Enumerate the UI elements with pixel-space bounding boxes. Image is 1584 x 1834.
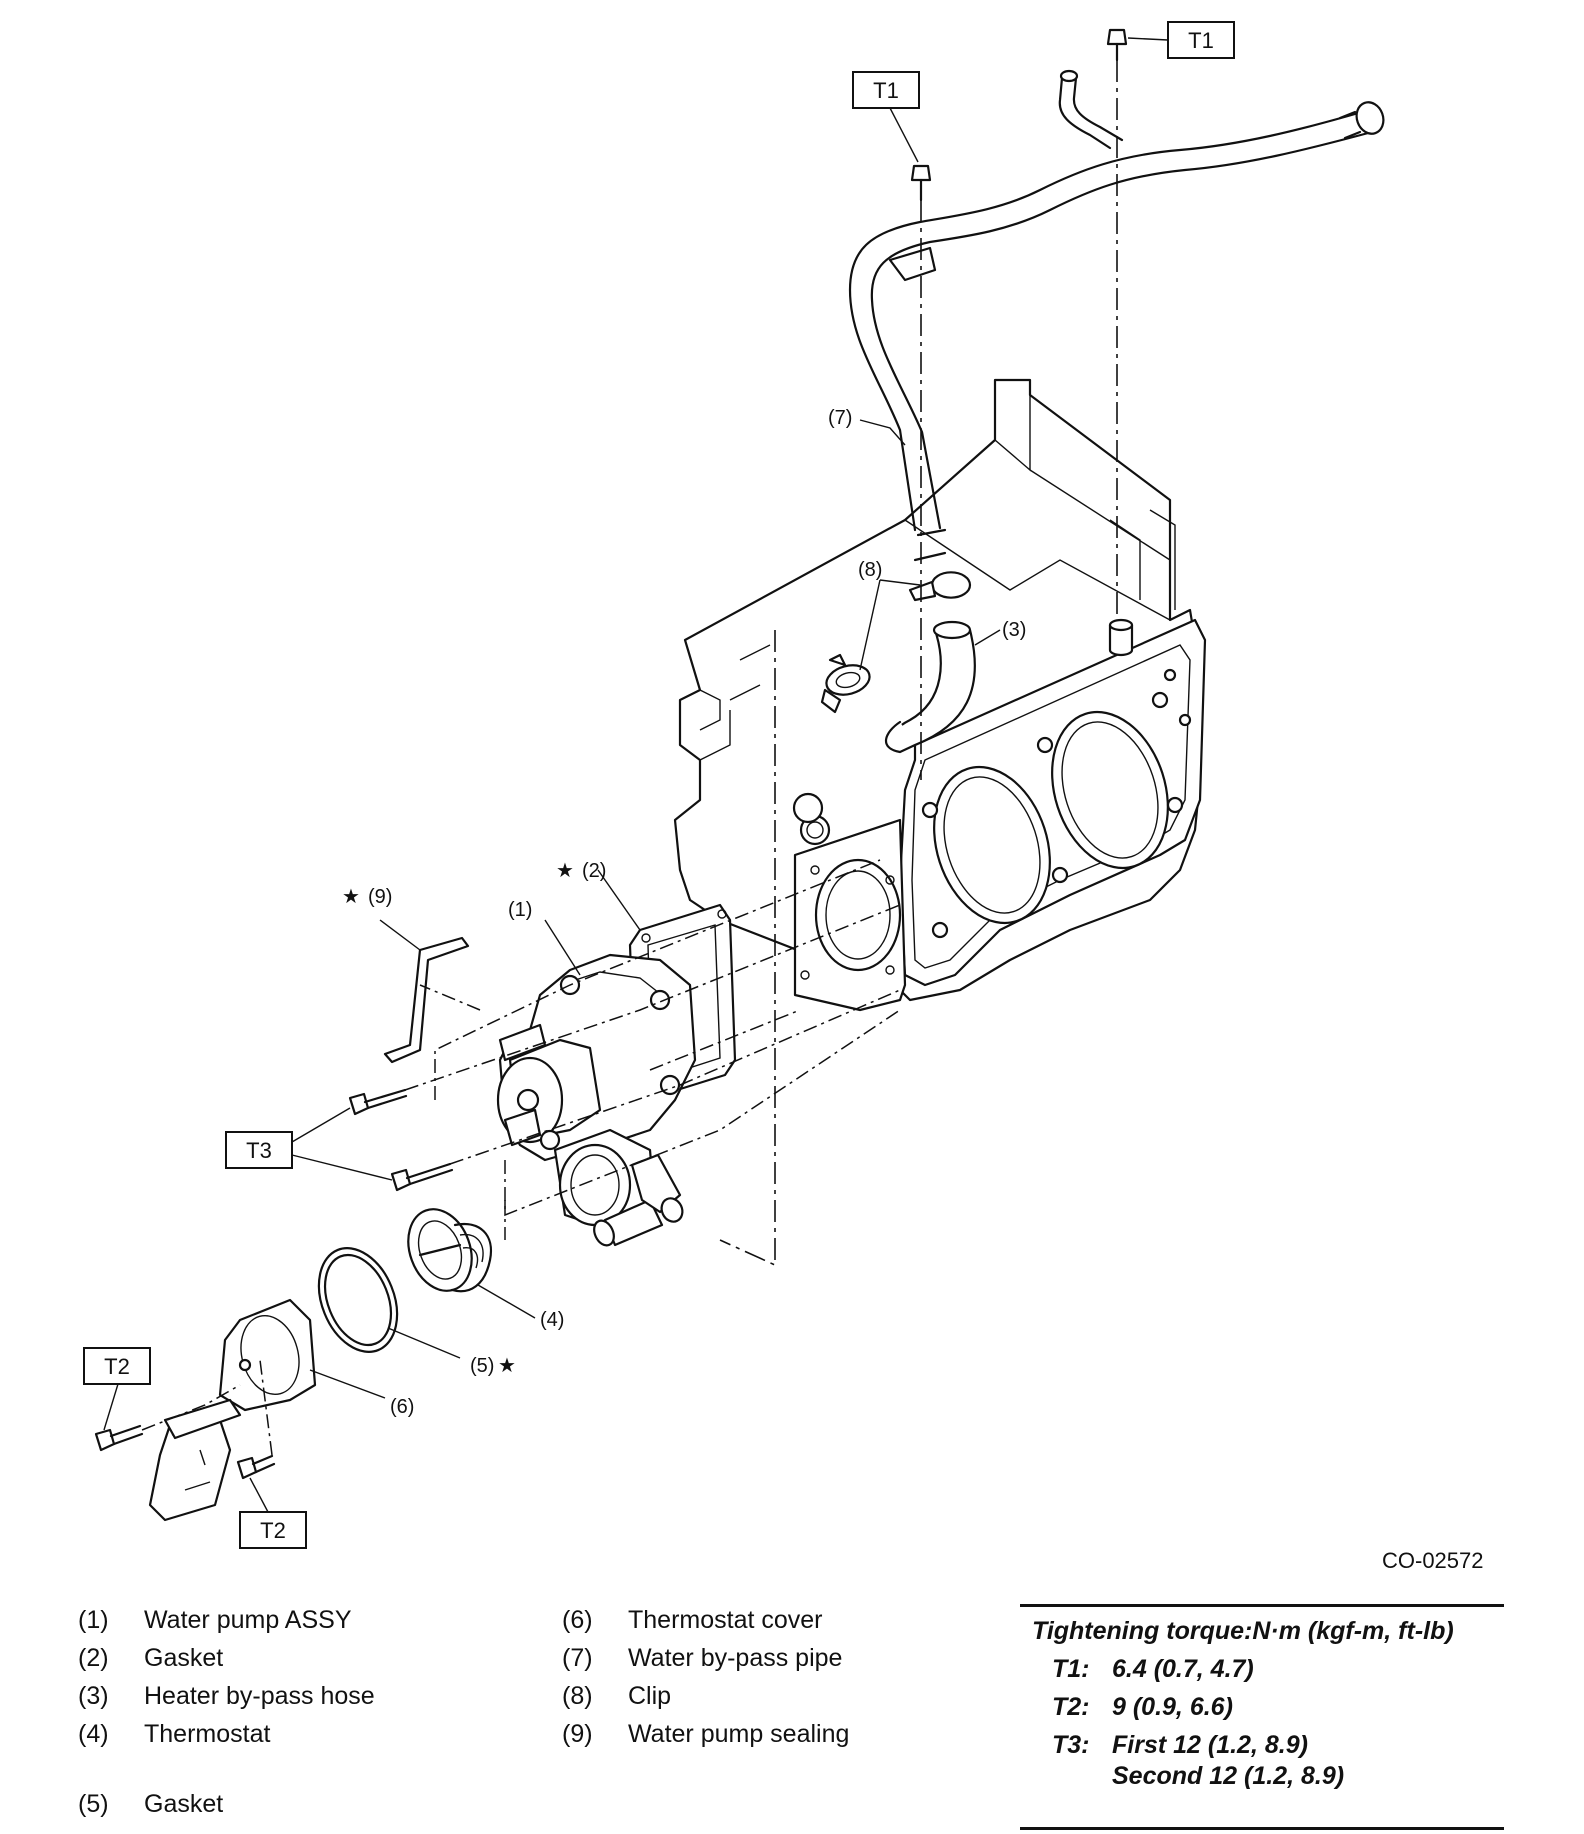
- svg-text:T2: T2: [104, 1354, 130, 1379]
- water-by-pass-pipe: [848, 69, 1385, 562]
- callout-7: (7): [828, 407, 852, 429]
- torque-box-t2-left: T2: [83, 1347, 151, 1385]
- callout-6: (6): [390, 1396, 414, 1418]
- water-pump-assy: [496, 953, 697, 1247]
- torque-box-t1-left: T1: [852, 71, 920, 109]
- torque-box-t1-right: T1: [1167, 21, 1235, 59]
- callout-1: (1): [508, 899, 532, 921]
- star-mark-9: ★: [342, 886, 360, 908]
- thermostat: [407, 1208, 493, 1293]
- heater-by-pass-hose: [885, 620, 976, 754]
- svg-text:T1: T1: [1188, 28, 1214, 53]
- svg-text:T3: T3: [246, 1138, 272, 1163]
- alignment-lines: [141, 60, 1118, 1456]
- bolts: [94, 28, 1128, 1480]
- star-mark-2: ★: [556, 860, 574, 882]
- callout-3: (3): [1002, 619, 1026, 641]
- water-pump-sealing: [383, 936, 470, 1064]
- exploded-parts-diagram: T1 T1 T3 T2 T2 (7) (8) (3) (1) ★ (2) ★ (…: [83, 21, 1385, 1549]
- leader-lines: [103, 37, 1169, 1513]
- callout-8: (8): [858, 559, 882, 581]
- clips: [820, 571, 972, 714]
- tightening-torque-table: Tightening torque:N·m (kgf-m, ft-lb) T1:…: [1020, 1604, 1504, 1830]
- hose-clip-small: [792, 792, 824, 824]
- star-mark-5: ★: [498, 1355, 516, 1377]
- figure-code: CO-02572: [1382, 1548, 1484, 1573]
- callout-5: (5): [470, 1355, 494, 1377]
- thermostat-cover: [148, 1298, 317, 1522]
- callout-4: (4): [540, 1309, 564, 1331]
- callout-2: (2): [582, 860, 606, 882]
- torque-box-t3: T3: [225, 1131, 293, 1169]
- torque-box-t2-bottom: T2: [239, 1511, 307, 1549]
- thermostat-gasket: [317, 1247, 399, 1353]
- svg-text:T2: T2: [260, 1518, 286, 1543]
- callout-9: (9): [368, 886, 392, 908]
- svg-text:T1: T1: [873, 78, 899, 103]
- torque-table-title: Tightening torque:N·m (kgf-m, ft-lb): [1032, 1617, 1454, 1645]
